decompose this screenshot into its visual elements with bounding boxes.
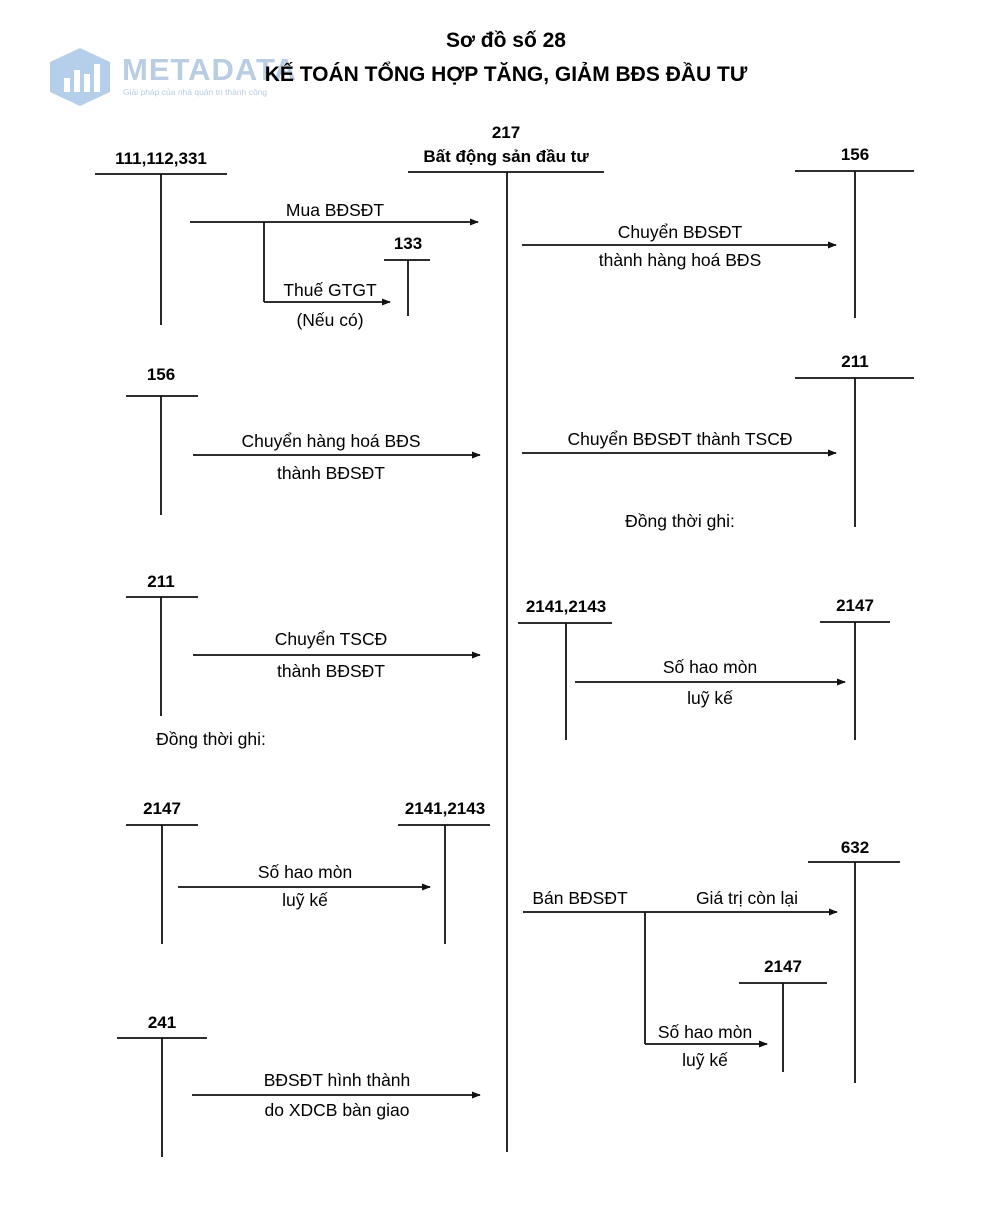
logo-bar-icon <box>84 74 90 92</box>
diagram-subtitle: KẾ TOÁN TỔNG HỢP TĂNG, GIẢM BĐS ĐẦU TƯ <box>265 62 748 86</box>
account-2141-right-code: 2141,2143 <box>526 597 606 616</box>
account-211-right-code: 211 <box>841 352 868 371</box>
watermark-logo: METADATA Giải pháp của nhà quản trị thàn… <box>50 48 297 106</box>
account-632-code: 632 <box>841 838 869 857</box>
account-211-left-code: 211 <box>147 572 174 591</box>
label-chuyen-hang-hoa-line2: thành BĐSĐT <box>277 463 385 483</box>
label-xdcb-line1: BĐSĐT hình thành <box>264 1070 411 1090</box>
label-dong-thoi-right: Đồng thời ghi: <box>625 511 735 531</box>
label-chuyen-bdsdt-line1: Chuyển BĐSĐT <box>618 222 743 242</box>
label-gia-tri-con-lai: Giá trị còn lại <box>696 888 798 908</box>
label-dong-thoi-left: Đồng thời ghi: <box>156 729 266 749</box>
account-133-code: 133 <box>394 234 422 253</box>
account-156-right-code: 156 <box>841 145 869 164</box>
account-2147-left-code: 2147 <box>143 799 181 818</box>
label-hao-mon-bottom-line2: luỹ kế <box>682 1050 728 1070</box>
label-hao-mon-right-line1: Số hao mòn <box>663 657 757 677</box>
label-hao-mon-left-line1: Số hao mòn <box>258 862 352 882</box>
label-mua: Mua BĐSĐT <box>286 200 385 220</box>
label-chuyen-hang-hoa-line1: Chuyển hàng hoá BĐS <box>241 431 420 451</box>
watermark-brand: METADATA <box>122 52 297 87</box>
account-2141-left-code: 2141,2143 <box>405 799 485 818</box>
account-241-code: 241 <box>148 1013 176 1032</box>
label-hao-mon-right-line2: luỹ kế <box>687 688 733 708</box>
label-chuyen-tscd-right: Chuyển BĐSĐT thành TSCĐ <box>567 429 792 449</box>
label-chuyen-tscd-left-line1: Chuyển TSCĐ <box>275 629 388 649</box>
label-chuyen-tscd-left-line2: thành BĐSĐT <box>277 661 385 681</box>
watermark-tagline: Giải pháp của nhà quản trị thành công <box>123 87 267 97</box>
logo-bar-icon <box>94 64 100 92</box>
label-thue: Thuế GTGT <box>283 280 377 300</box>
account-156-left-code: 156 <box>147 365 175 384</box>
account-217-code: 217 <box>492 123 520 142</box>
diagram-title: Sơ đồ số 28 <box>446 29 566 52</box>
label-neu-co: (Nếu có) <box>296 310 363 330</box>
logo-bar-icon <box>74 70 80 92</box>
account-111-code: 111,112,331 <box>115 149 207 168</box>
account-2147-bottom-code: 2147 <box>764 957 802 976</box>
label-xdcb-line2: do XDCB bàn giao <box>265 1100 410 1120</box>
account-217-name: Bất động sản đầu tư <box>423 147 589 166</box>
label-chuyen-bdsdt-line2: thành hàng hoá BĐS <box>599 250 762 270</box>
logo-bar-icon <box>64 78 70 92</box>
label-hao-mon-bottom-line1: Số hao mòn <box>658 1022 752 1042</box>
account-2147-right-code: 2147 <box>836 596 874 615</box>
label-hao-mon-left-line2: luỹ kế <box>282 890 328 910</box>
label-ban-bdsdt: Bán BĐSĐT <box>532 888 628 908</box>
